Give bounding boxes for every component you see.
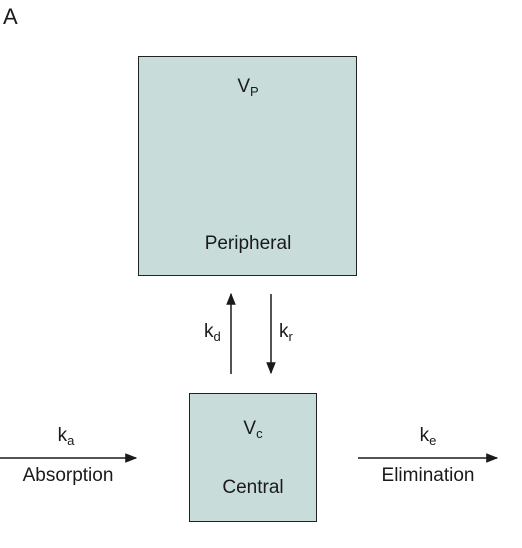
rate-kr-label: kr (279, 321, 293, 344)
absorption-label: Absorption (22, 465, 114, 486)
peripheral-compartment (138, 56, 357, 276)
rate-ka-label: ka (57, 425, 75, 448)
peripheral-name: Peripheral (204, 233, 292, 254)
central-compartment (189, 393, 317, 522)
elimination-label: Elimination (381, 465, 475, 486)
central-volume-label: Vc (243, 418, 263, 441)
central-name: Central (222, 477, 284, 498)
rate-ke-label: ke (419, 425, 437, 448)
rate-kd-label: kd (204, 321, 221, 344)
panel-label: A (3, 4, 18, 29)
peripheral-volume-label: VP (237, 76, 259, 99)
